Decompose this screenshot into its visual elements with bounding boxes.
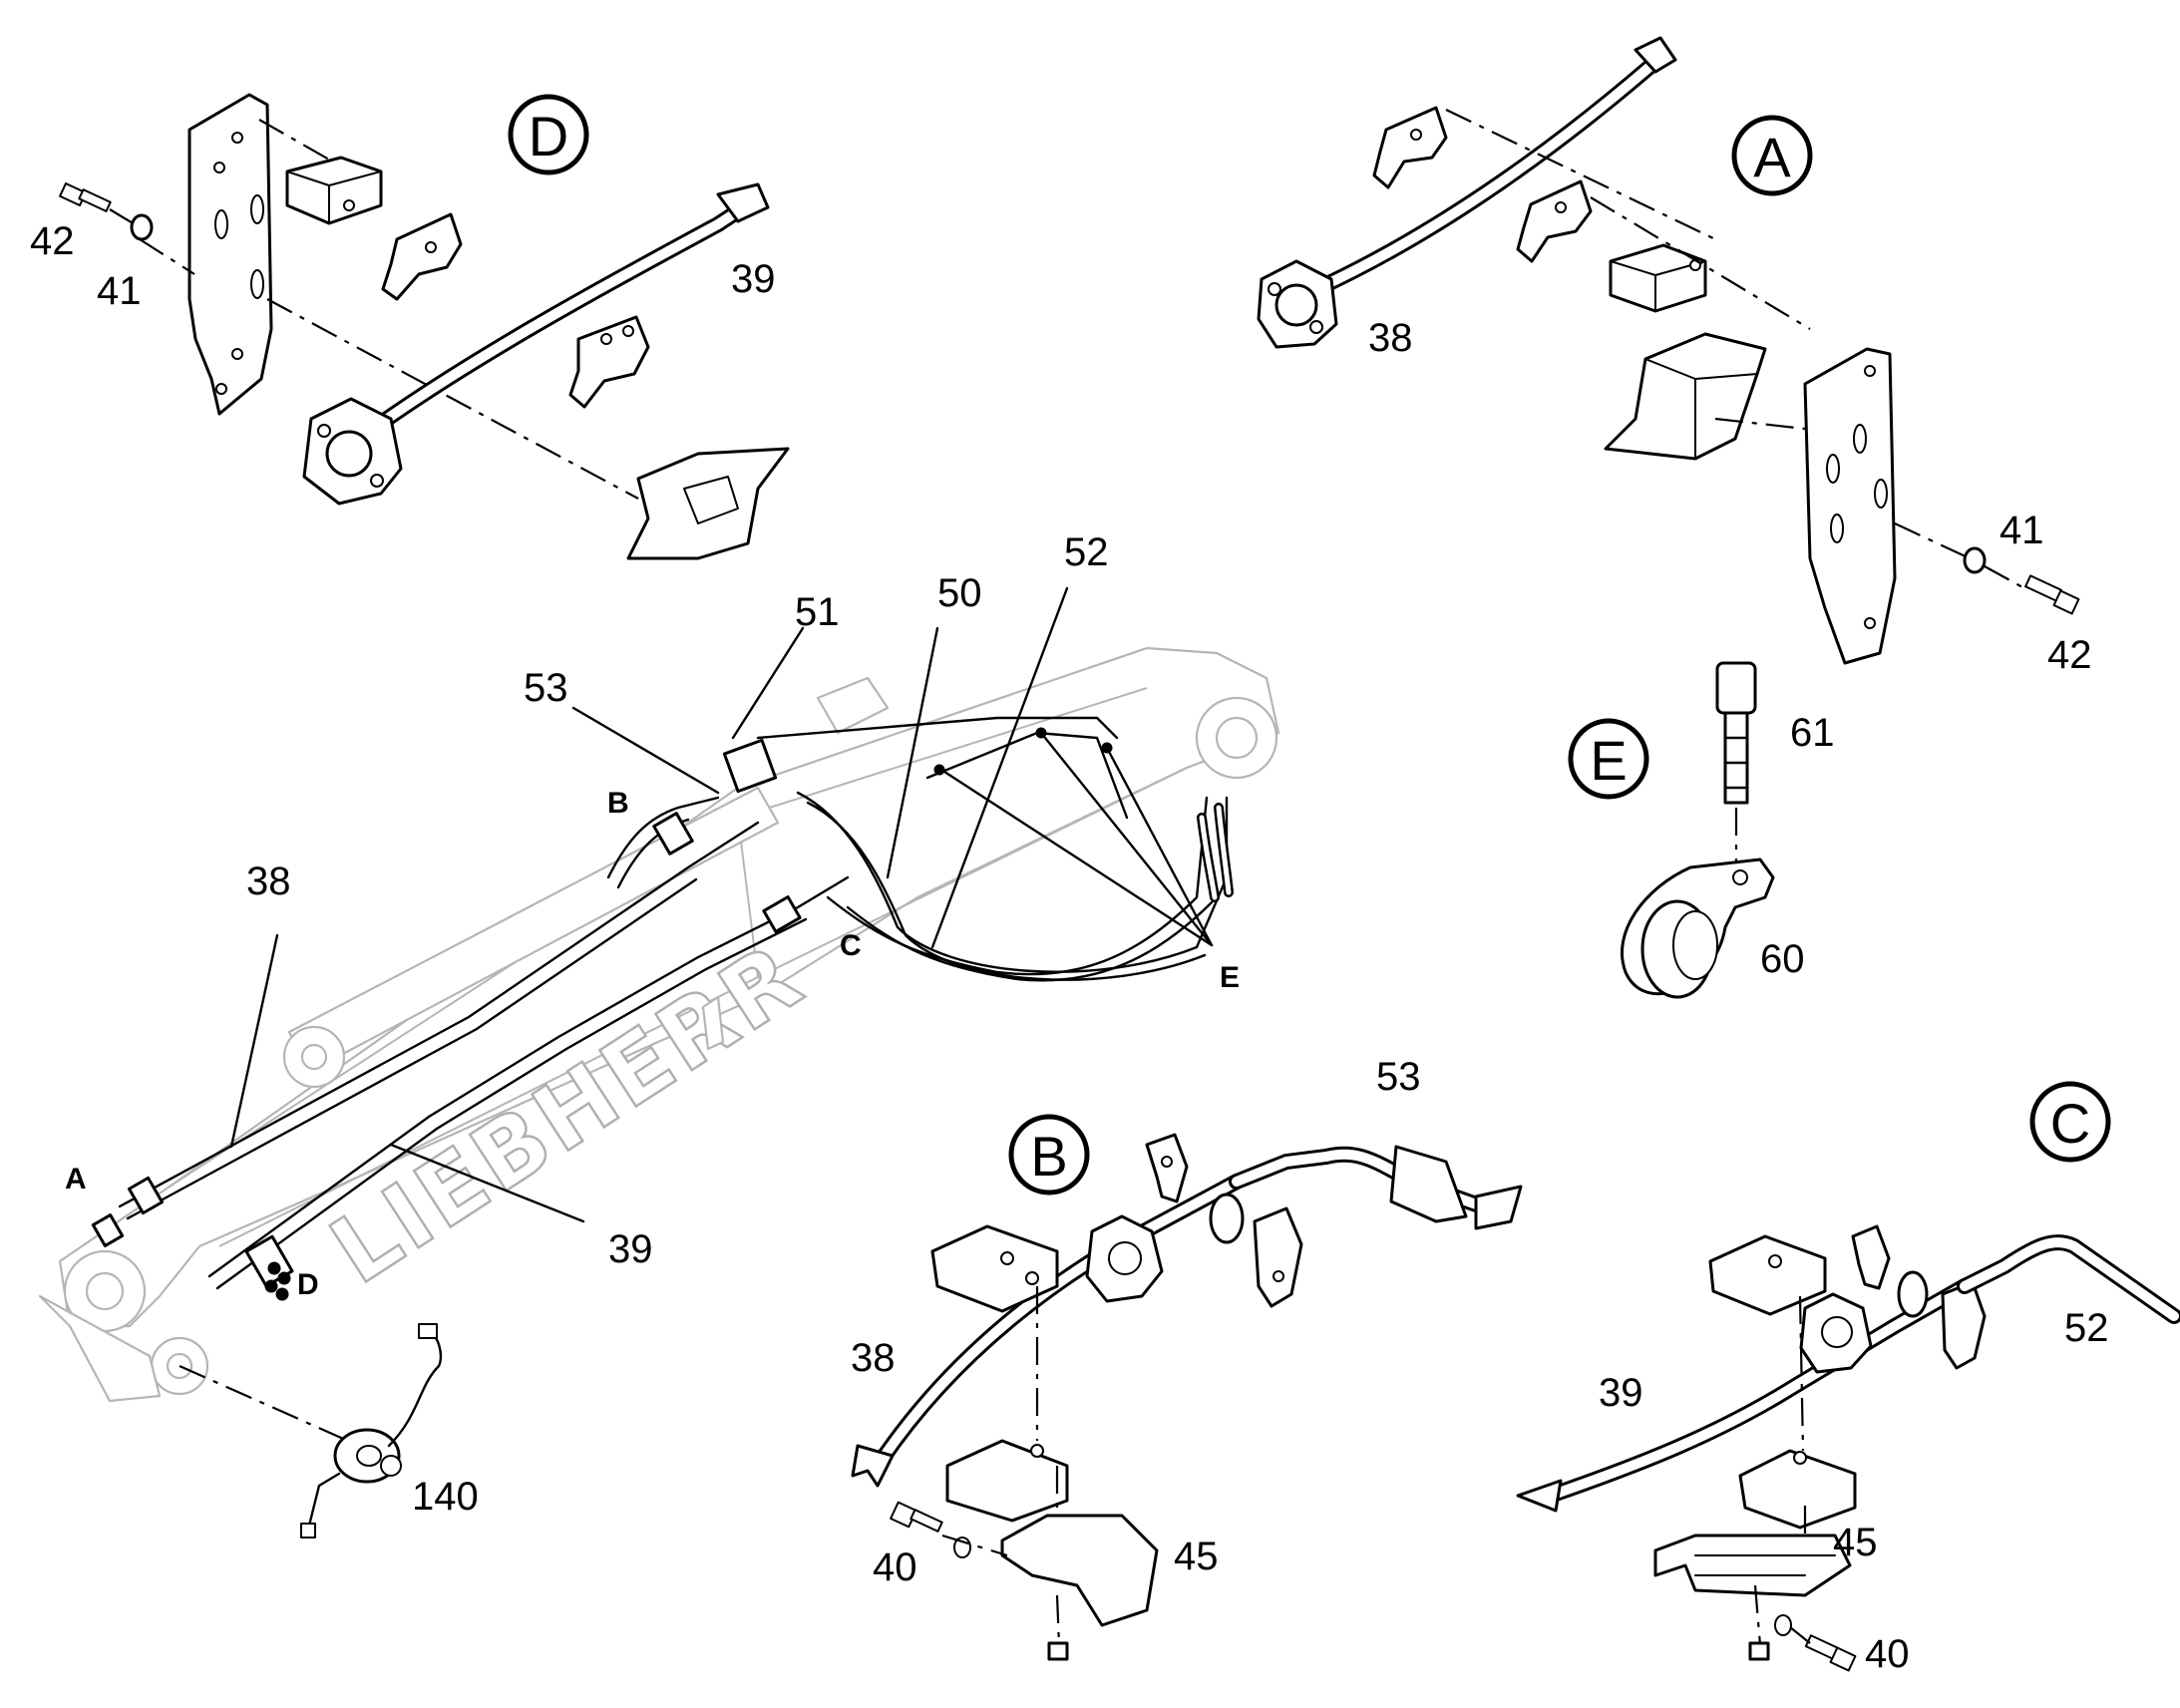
leader-53 bbox=[571, 706, 720, 795]
view-e-badge bbox=[1568, 718, 1649, 800]
leader-38 bbox=[229, 933, 279, 1149]
view-a-label: A bbox=[1753, 126, 1791, 188]
view-a-badge bbox=[1731, 115, 1813, 196]
view-d-label: D bbox=[529, 105, 568, 168]
detail-view-b: B 53 38 40 45 bbox=[851, 1055, 1523, 1661]
washer-41-a bbox=[1963, 546, 1987, 574]
clamp-half-upper-a bbox=[1372, 106, 1448, 189]
mounting-plate-a bbox=[1803, 347, 1897, 665]
callout-41: 41 bbox=[97, 269, 142, 313]
bolt-42-a bbox=[2024, 574, 2080, 615]
bolt-40-b bbox=[890, 1501, 943, 1533]
support-45-c bbox=[1653, 1534, 1852, 1597]
callout-38: 38 bbox=[851, 1336, 896, 1380]
pipe-38-a bbox=[1308, 54, 1663, 297]
clamp-half-lower-a bbox=[1516, 179, 1593, 263]
hose-line-52 bbox=[826, 796, 1209, 976]
clamp-bottom-b bbox=[945, 1439, 1069, 1523]
callout-52: 52 bbox=[1064, 530, 1109, 574]
mounting-plate-d bbox=[187, 93, 273, 416]
callout-41: 41 bbox=[1999, 509, 2044, 552]
hose-line-38 bbox=[118, 821, 760, 1208]
clamp-bottom-c bbox=[1738, 1449, 1857, 1530]
pipe-53-sleeve bbox=[1389, 1145, 1468, 1223]
boom-assembly: LIEBHERR bbox=[38, 530, 1280, 1538]
callout-42: 42 bbox=[2047, 633, 2092, 677]
pipe-52-c bbox=[1957, 1234, 2180, 1324]
pipe-end-39-d bbox=[716, 182, 770, 223]
boom-marker-c: C bbox=[840, 929, 862, 962]
callout-61: 61 bbox=[1790, 711, 1835, 755]
angle-sensor-140 bbox=[300, 1323, 443, 1538]
leader-51 bbox=[731, 626, 805, 740]
view-b-badge bbox=[1008, 1114, 1090, 1196]
o-ring-b bbox=[1209, 1193, 1245, 1244]
leader-e-1 bbox=[939, 768, 1214, 947]
bolt-42-d bbox=[59, 182, 112, 212]
block-b-marker bbox=[652, 812, 694, 855]
view-b-label: B bbox=[1030, 1125, 1067, 1188]
clamp-half-upper-d bbox=[381, 212, 463, 301]
detail-view-e: E 61 60 bbox=[1568, 661, 1835, 999]
leader-e-3 bbox=[1105, 746, 1214, 947]
boom-marker-a: A bbox=[65, 1163, 87, 1196]
callout-39: 39 bbox=[608, 1227, 653, 1271]
washer-41-d bbox=[130, 213, 154, 241]
support-45-b bbox=[1000, 1514, 1159, 1627]
clamp-half-upper-c bbox=[1851, 1224, 1891, 1290]
boom-marker-d: D bbox=[297, 1268, 319, 1301]
leader-39 bbox=[389, 1143, 585, 1223]
leader-50 bbox=[886, 626, 939, 879]
view-c-label: C bbox=[2050, 1092, 2090, 1155]
bolt-40-c bbox=[1804, 1634, 1857, 1672]
detail-view-c: C 39 52 45 40 bbox=[1516, 1081, 2180, 1676]
view-d-badge bbox=[508, 94, 589, 175]
callout-53: 53 bbox=[524, 666, 568, 710]
leader-52 bbox=[930, 586, 1069, 949]
hose-line-39 bbox=[207, 875, 850, 1278]
sensor-leader bbox=[179, 1364, 360, 1448]
callout-51: 51 bbox=[795, 590, 840, 634]
callout-50: 50 bbox=[937, 571, 982, 615]
callout-39: 39 bbox=[1599, 1371, 1643, 1415]
clamp-block-a bbox=[1609, 243, 1707, 313]
screw-61 bbox=[1715, 661, 1757, 805]
block-a-marker bbox=[127, 1176, 165, 1215]
callout-40: 40 bbox=[1865, 1632, 1910, 1676]
callout-40: 40 bbox=[873, 1545, 917, 1589]
clamp-half-lower-b bbox=[1253, 1206, 1303, 1308]
view-c-badge bbox=[2029, 1081, 2111, 1163]
block-c-marker bbox=[762, 895, 802, 933]
clamp-top-b bbox=[930, 1224, 1059, 1313]
detail-view-a: A 38 41 42 bbox=[1257, 36, 2092, 677]
clamp-half-upper-b bbox=[1145, 1133, 1189, 1203]
clamp-half-lower-c bbox=[1941, 1280, 1987, 1370]
detail-view-d: D 42 41 39 bbox=[30, 93, 790, 560]
callout-45: 45 bbox=[1174, 1535, 1219, 1578]
callout-38: 38 bbox=[246, 859, 291, 903]
base-bracket-a bbox=[1604, 332, 1767, 461]
callout-52: 52 bbox=[2064, 1306, 2109, 1350]
callout-45: 45 bbox=[1833, 1521, 1878, 1564]
callout-53: 53 bbox=[1376, 1055, 1421, 1099]
clamp-top-c bbox=[1708, 1234, 1827, 1316]
callout-60: 60 bbox=[1760, 937, 1805, 981]
boom-marker-e: E bbox=[1220, 961, 1240, 994]
pipe-clamp-60 bbox=[1620, 857, 1775, 999]
callout-39: 39 bbox=[731, 257, 776, 301]
view-e-label: E bbox=[1590, 729, 1627, 792]
leader-e-2 bbox=[1039, 731, 1214, 947]
boom-marker-b: B bbox=[607, 787, 629, 820]
callout-140: 140 bbox=[412, 1475, 479, 1519]
clamp-half-lower-d bbox=[568, 315, 650, 409]
hose-line-53 bbox=[606, 796, 720, 879]
callout-42: 42 bbox=[30, 219, 75, 263]
clamp-block-d bbox=[285, 156, 383, 225]
callout-38: 38 bbox=[1368, 316, 1413, 360]
o-ring-c bbox=[1897, 1270, 1929, 1318]
pipe-38-b bbox=[870, 1174, 1245, 1474]
